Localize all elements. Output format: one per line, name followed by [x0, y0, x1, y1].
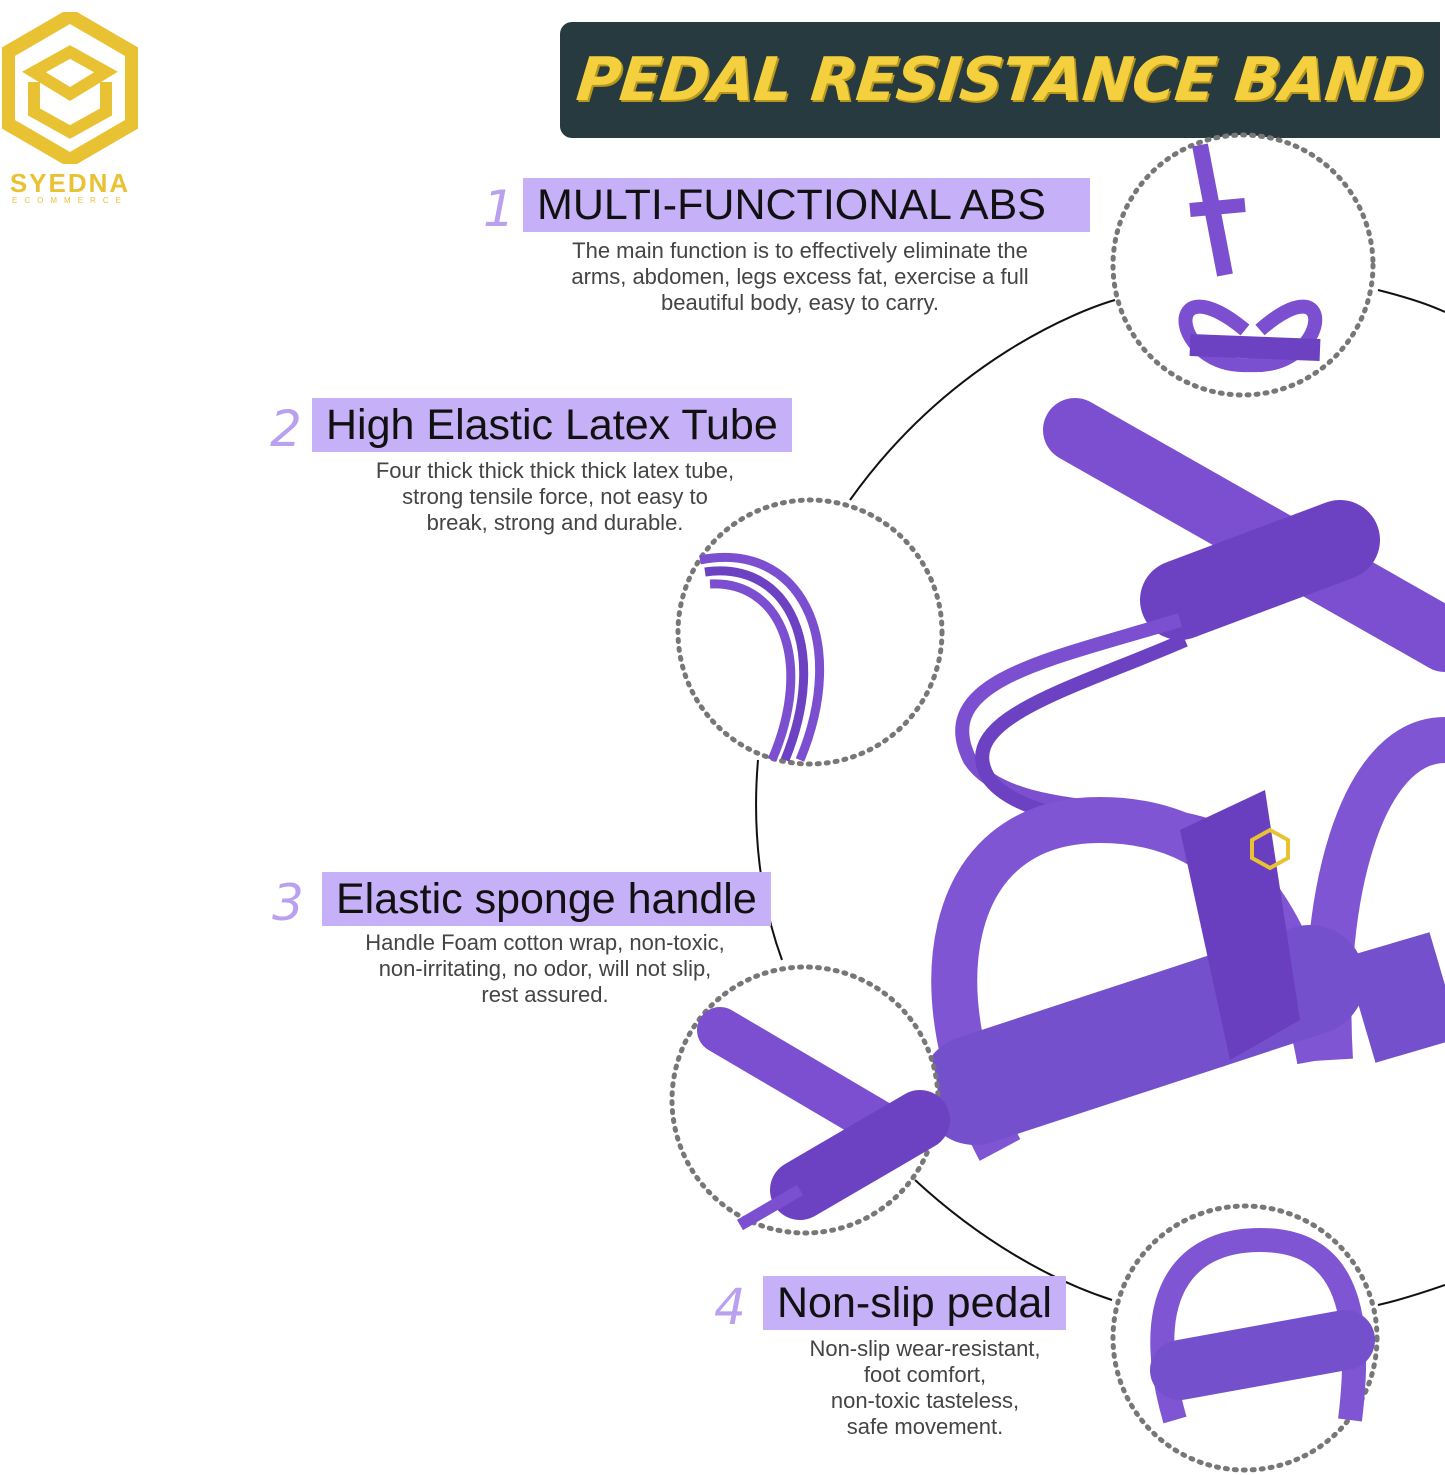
feature-description-1: The main function is to effectively elim… — [520, 238, 1080, 316]
connector-arc — [1377, 1284, 1445, 1306]
description-line: rest assured. — [481, 982, 609, 1007]
description-line: non-irritating, no odor, will not slip, — [378, 956, 712, 981]
detail-circle-1 — [1110, 132, 1376, 398]
description-line: non-toxic tasteless, — [830, 1388, 1020, 1413]
detail-circle-4 — [1110, 1203, 1380, 1473]
feature-heading-1: MULTI-FUNCTIONAL ABS — [523, 178, 1090, 232]
connector-arc — [914, 1179, 1113, 1301]
brand-subtitle: ECOMMERCE — [12, 196, 128, 205]
detail-circle-3 — [669, 964, 950, 1236]
description-line: foot comfort, — [863, 1362, 987, 1387]
feature-description-2: Four thick thick thick thick latex tube,… — [335, 458, 775, 536]
description-line: arms, abdomen, legs excess fat, exercise… — [571, 264, 1029, 289]
description-line: strong tensile force, not easy to — [402, 484, 708, 509]
feature-number-3: 3 — [272, 874, 304, 932]
main-product-image — [920, 398, 1445, 1161]
feature-heading-4: Non-slip pedal — [763, 1276, 1066, 1330]
brand-name: SYEDNA — [9, 168, 131, 198]
feature-number-2: 2 — [270, 400, 302, 458]
description-line: beautiful body, easy to carry. — [661, 290, 939, 315]
description-line: Four thick thick thick thick latex tube, — [375, 458, 735, 483]
feature-description-4: Non-slip wear-resistant, foot comfort, n… — [770, 1336, 1080, 1440]
connector-arc — [755, 759, 783, 961]
description-line: The main function is to effectively elim… — [572, 238, 1028, 263]
description-line: break, strong and durable. — [426, 510, 684, 535]
description-line: Handle Foam cotton wrap, non-toxic, — [365, 930, 725, 955]
connector-arc — [1377, 289, 1445, 313]
feature-heading-3: Elastic sponge handle — [322, 872, 771, 926]
brand-logo-icon — [2, 12, 138, 164]
feature-description-3: Handle Foam cotton wrap, non-toxic, non-… — [325, 930, 765, 1008]
description-line: Non-slip wear-resistant, — [809, 1336, 1041, 1361]
title-banner: PEDAL RESISTANCE BAND — [560, 22, 1440, 138]
feature-number-4: 4 — [714, 1278, 746, 1336]
description-line: safe movement. — [846, 1414, 1004, 1439]
feature-number-1: 1 — [483, 180, 515, 238]
feature-heading-2: High Elastic Latex Tube — [312, 398, 792, 452]
connector-arc — [849, 299, 1116, 501]
detail-circle-2 — [675, 497, 945, 767]
